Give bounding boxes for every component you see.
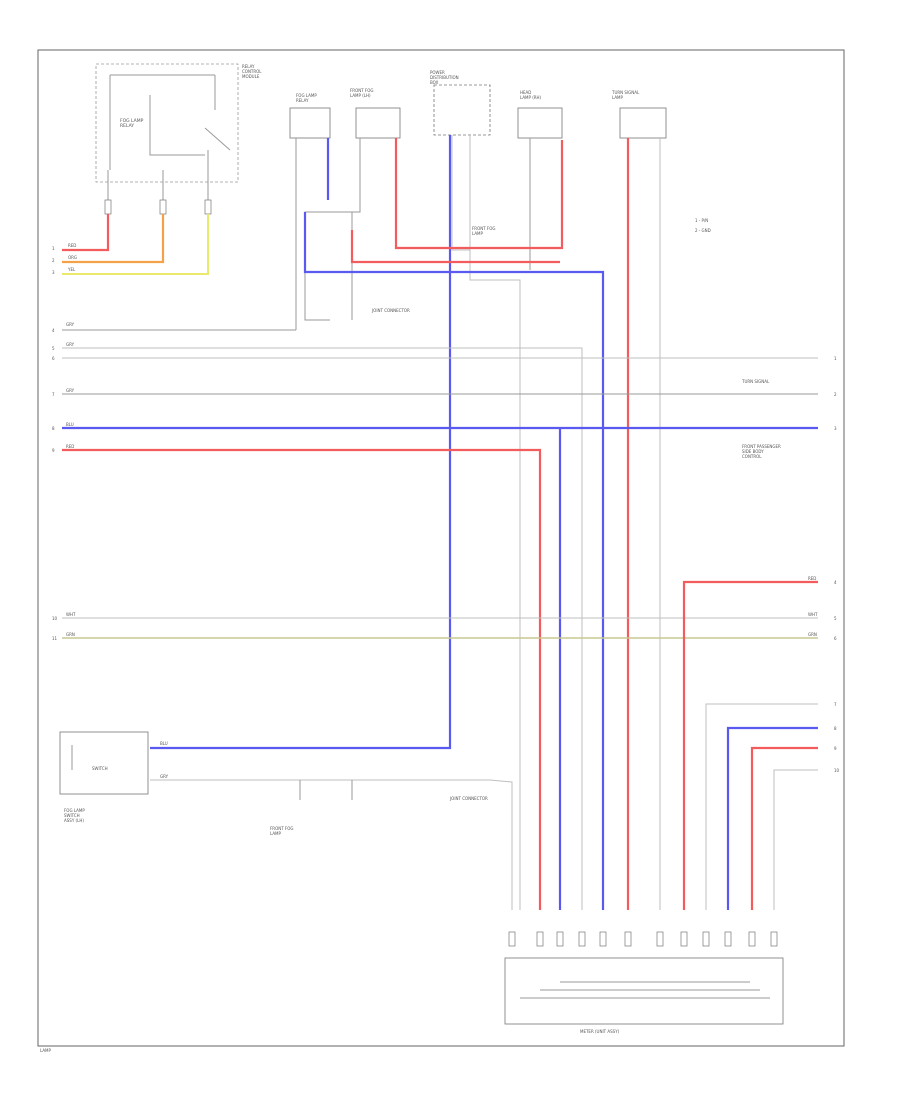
svg-text:WHT: WHT bbox=[66, 612, 76, 617]
svg-text:RED: RED bbox=[66, 444, 74, 449]
left-box-sub: SWITCH bbox=[92, 766, 108, 771]
svg-text:8: 8 bbox=[52, 426, 55, 431]
svg-text:BLU: BLU bbox=[66, 422, 74, 427]
left-pin-labels: 1 2 3 4 5 6 7 8 9 10 11 bbox=[52, 246, 58, 641]
svg-text:5: 5 bbox=[834, 616, 837, 621]
svg-text:2: 2 bbox=[52, 258, 55, 263]
svg-text:4: 4 bbox=[834, 580, 837, 585]
svg-text:GRY: GRY bbox=[160, 774, 169, 779]
svg-text:11: 11 bbox=[52, 636, 58, 641]
svg-text:RED: RED bbox=[808, 576, 816, 581]
svg-text:8: 8 bbox=[834, 726, 837, 731]
svg-text:BLU: BLU bbox=[160, 741, 168, 746]
wire-yellow-label: YEL bbox=[67, 267, 76, 272]
right-label-1: TURN SIGNAL bbox=[741, 379, 770, 384]
svg-text:6: 6 bbox=[52, 356, 55, 361]
svg-text:1: 1 bbox=[52, 246, 55, 251]
page-label: LAMP bbox=[40, 1048, 52, 1053]
svg-text:6: 6 bbox=[834, 636, 837, 641]
splice-label: JOINT CONNECTOR bbox=[371, 308, 410, 313]
svg-text:4: 4 bbox=[52, 328, 55, 333]
svg-text:GRN: GRN bbox=[808, 632, 817, 637]
svg-text:GRN: GRN bbox=[66, 632, 75, 637]
legend-line-1: 1 - P/N bbox=[695, 218, 708, 223]
svg-text:10: 10 bbox=[834, 768, 840, 773]
wire-red-label: RED bbox=[68, 243, 76, 248]
svg-text:3: 3 bbox=[52, 270, 55, 275]
svg-text:5: 5 bbox=[52, 346, 55, 351]
bottom-pins bbox=[508, 931, 778, 947]
svg-text:WHT: WHT bbox=[808, 612, 818, 617]
svg-text:GRY: GRY bbox=[66, 342, 75, 347]
svg-text:10: 10 bbox=[52, 616, 58, 621]
svg-text:1: 1 bbox=[834, 356, 837, 361]
svg-text:JOINT CONNECTOR: JOINT CONNECTOR bbox=[449, 796, 488, 801]
wire-orange-label: ORG bbox=[68, 255, 77, 260]
right-pin-labels: 1 2 3 4 5 6 7 8 9 10 bbox=[834, 356, 840, 773]
svg-text:GRY: GRY bbox=[66, 388, 75, 393]
diagram-frame bbox=[37, 49, 845, 1047]
svg-text:9: 9 bbox=[834, 746, 837, 751]
bottom-connector: METER (UNIT ASSY) bbox=[504, 957, 784, 1034]
svg-text:9: 9 bbox=[52, 448, 55, 453]
svg-text:3: 3 bbox=[834, 426, 837, 431]
svg-text:7: 7 bbox=[52, 392, 55, 397]
svg-text:7: 7 bbox=[834, 702, 837, 707]
svg-text:2: 2 bbox=[834, 392, 837, 397]
bottom-box-label: METER (UNIT ASSY) bbox=[580, 1029, 620, 1034]
legend-line-2: 2 - GND bbox=[695, 228, 711, 233]
svg-text:GRY: GRY bbox=[66, 322, 75, 327]
